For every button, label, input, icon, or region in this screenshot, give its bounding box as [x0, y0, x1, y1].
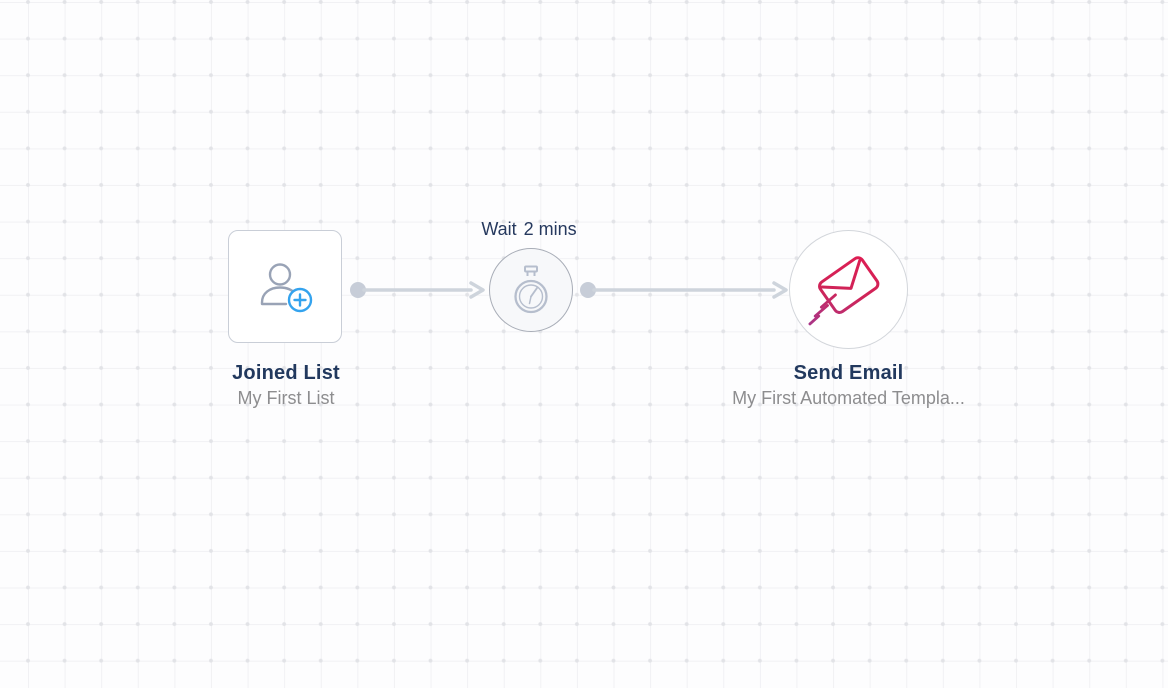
email-node[interactable]: [789, 230, 908, 349]
arrowhead-icon: [772, 281, 788, 299]
trigger-output-port-dot[interactable]: [350, 282, 366, 298]
connector-wait-to-email: [580, 281, 788, 299]
wait-node[interactable]: [489, 248, 573, 332]
send-email-icon: [808, 255, 879, 325]
arrowhead-icon: [469, 281, 485, 299]
speed-lines: [808, 293, 837, 325]
wait-node-label: Wait 2 mins: [449, 218, 609, 240]
stopwatch-icon: [514, 265, 548, 314]
trigger-node-title: Joined List: [232, 362, 340, 384]
trigger-node-subtitle: My First List: [237, 388, 335, 408]
connector-trigger-to-wait: [350, 281, 485, 299]
email-node-labels: Send Email My First Automated Templa...: [688, 361, 1009, 410]
trigger-node-joined-list[interactable]: [228, 230, 342, 343]
trigger-node-labels: Joined List My First List: [166, 361, 406, 410]
wait-output-port-dot[interactable]: [580, 282, 596, 298]
email-node-subtitle: My First Automated Templa...: [732, 388, 965, 408]
email-node-title: Send Email: [793, 362, 904, 384]
wait-label-text: Wait: [481, 219, 517, 239]
plus-icon: [293, 292, 307, 307]
wait-duration-text: 2 mins: [523, 219, 577, 239]
person-add-icon: [260, 262, 313, 312]
